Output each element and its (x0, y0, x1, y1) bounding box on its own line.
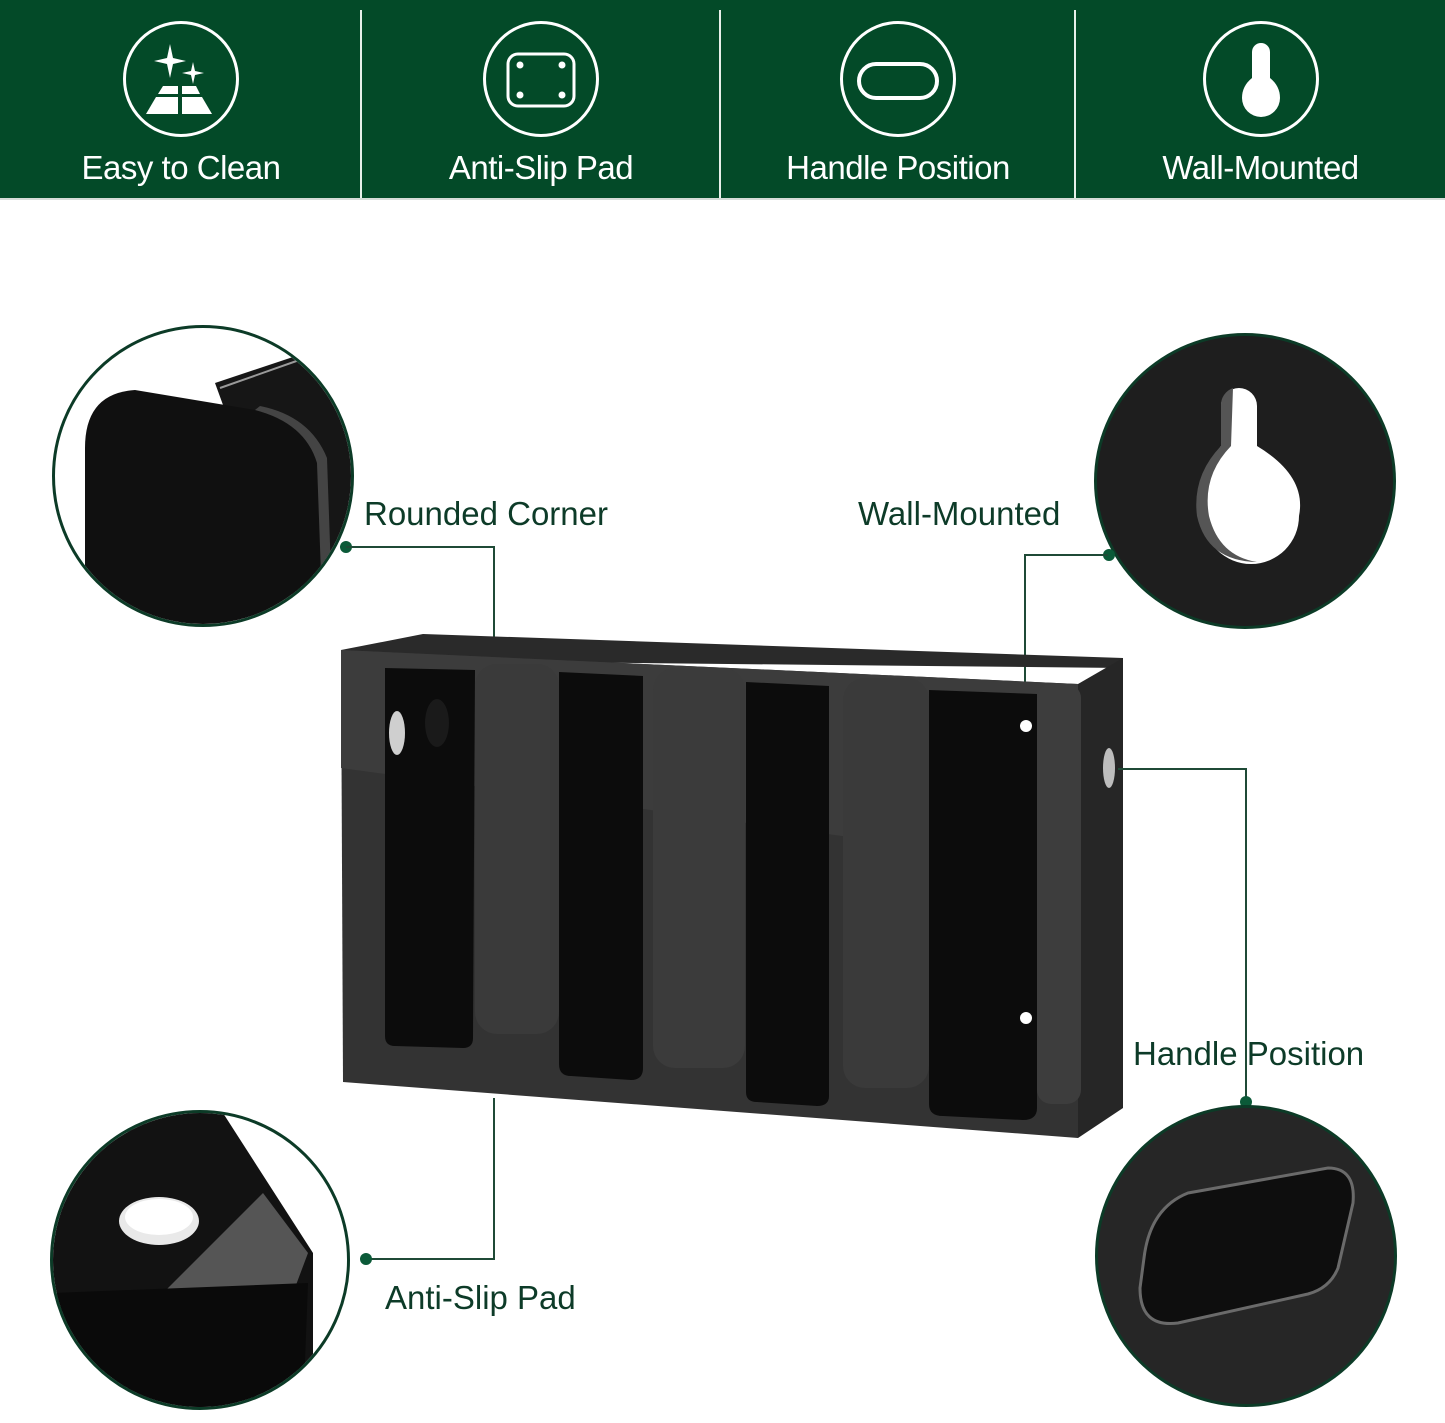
callout-dot (1103, 549, 1115, 561)
divider (719, 10, 721, 198)
anti-slip-pad-icon (483, 21, 599, 137)
connector-line (493, 1098, 495, 1260)
wall-mounted-detail (1094, 333, 1396, 629)
feature-label: Wall-Mounted (1162, 149, 1359, 186)
connector-line (346, 546, 494, 548)
banner-bottom-rule (0, 198, 1445, 200)
divider (1074, 10, 1076, 198)
handle-position-label: Handle Position (1133, 1035, 1365, 1072)
handle-slot-icon (840, 21, 956, 137)
callout-dot (360, 1253, 372, 1265)
connector-line (1024, 554, 1026, 719)
sparkle-floor-icon (123, 21, 239, 137)
rounded-corner-label: Rounded Corner (364, 495, 608, 532)
feature-banner: Easy to Clean Anti-Slip Pad Handle Posit… (0, 0, 1445, 198)
connector-line (1245, 768, 1247, 1098)
anti-slip-pad-detail (50, 1110, 350, 1410)
feature-label: Easy to Clean (81, 149, 281, 186)
connector-line (368, 1258, 495, 1260)
feature-label: Anti-Slip Pad (448, 149, 634, 186)
divider (360, 10, 362, 198)
connector-line (1024, 554, 1108, 556)
keyhole-icon (1202, 21, 1319, 137)
feature-wall-mounted: Wall-Mounted (1076, 0, 1445, 198)
anti-slip-pad-label: Anti-Slip Pad (385, 1279, 576, 1316)
connector-line (1118, 768, 1246, 770)
product-image (333, 628, 1125, 1140)
feature-label: Handle Position (786, 149, 1010, 186)
handle-position-detail (1095, 1105, 1397, 1407)
rounded-corner-detail (52, 325, 354, 627)
feature-easy-to-clean: Easy to Clean (0, 0, 362, 198)
feature-anti-slip-pad: Anti-Slip Pad (362, 0, 720, 198)
wall-mounted-label: Wall-Mounted (858, 495, 1061, 532)
connector-line (493, 546, 495, 654)
feature-handle-position: Handle Position (721, 0, 1075, 198)
